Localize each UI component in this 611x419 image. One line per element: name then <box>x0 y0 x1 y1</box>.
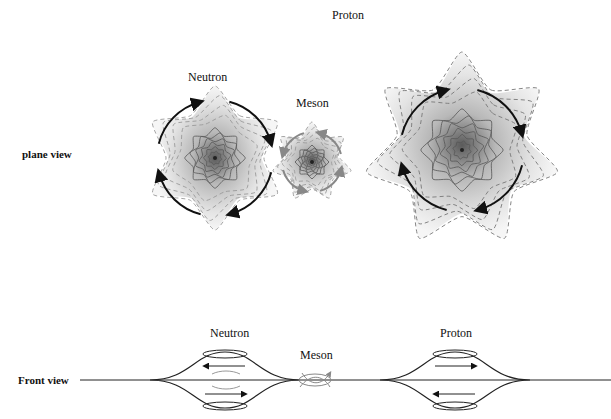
particle-label: Proton <box>330 8 366 22</box>
particle-label: Meson <box>298 348 335 362</box>
particle-label: Meson <box>294 96 331 110</box>
particle-label: Neutron <box>186 70 229 84</box>
front-view-figure <box>80 350 611 410</box>
plane-view-figure <box>152 52 557 238</box>
particle-label: Neutron <box>208 326 251 340</box>
particle-label: Proton <box>438 326 474 340</box>
view-label: plane view <box>20 148 74 161</box>
view-label: Front view <box>16 374 71 387</box>
